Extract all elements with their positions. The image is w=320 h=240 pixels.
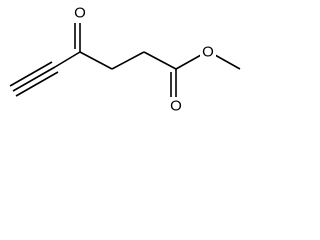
skeletal-structure-diagram: O O O (9, 4, 241, 115)
bond-ester-carbon-to-oxygen (175, 54, 202, 70)
bond-ch2-to-ester-carbon (143, 51, 177, 70)
ester-oxygen-atom: O (200, 43, 216, 61)
carbonyl-oxygen-atom: O (168, 97, 184, 115)
ketone-oxygen-atom: O (72, 4, 88, 22)
ketone-double-bond (74, 23, 81, 52)
ester-oxygen-label: O (202, 44, 214, 61)
bond-ketone-to-ch2 (79, 51, 113, 70)
carbonyl-oxygen-label: O (170, 98, 182, 115)
bond-alkyne-to-ketone-carbon (54, 51, 81, 68)
alkyne-triple-bond (9, 61, 59, 97)
bond-ch2-to-ch2 (111, 51, 145, 70)
bond-oxygen-to-methyl (214, 54, 241, 70)
ketone-oxygen-label: O (74, 5, 86, 22)
ester-double-bond (170, 69, 177, 97)
